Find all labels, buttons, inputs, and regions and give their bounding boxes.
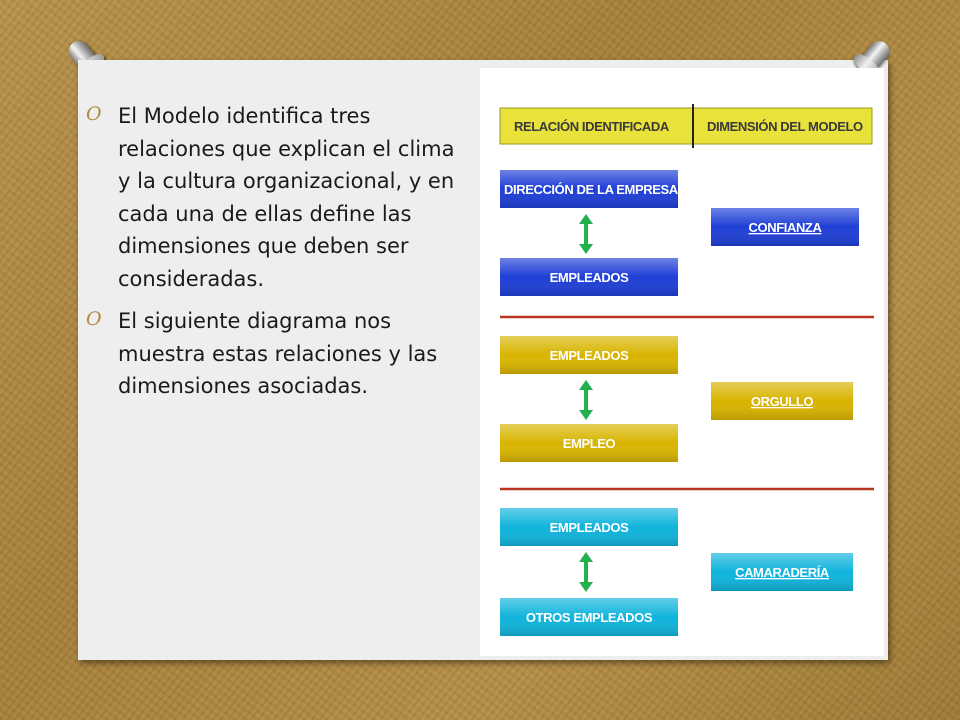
dimension-box-label: CAMARADERÍA <box>735 565 830 580</box>
bullet-text: El siguiente diagrama nos muestra estas … <box>118 309 438 399</box>
relation-box-top-label: DIRECCIÓN DE LA EMPRESA <box>504 182 679 197</box>
dimension-box-label: ORGULLO <box>751 394 813 409</box>
bullet-item: O El Modelo identifica tres relaciones q… <box>86 100 466 295</box>
bullet-marker-icon: O <box>86 103 102 125</box>
double-arrow-icon <box>579 552 593 592</box>
header-dimension-label: DIMENSIÓN DEL MODELO <box>707 119 863 134</box>
bullet-text: El Modelo identifica tres relaciones que… <box>118 104 455 291</box>
diagram-panel: RELACIÓN IDENTIFICADA DIMENSIÓN DEL MODE… <box>480 68 884 656</box>
bullet-list: O El Modelo identifica tres relaciones q… <box>86 100 466 413</box>
relation-box-bottom-label: EMPLEO <box>563 436 616 451</box>
relation-group-2: EMPLEADOS EMPLEO ORGULLO <box>500 336 853 462</box>
relation-box-bottom-label: OTROS EMPLEADOS <box>526 610 653 625</box>
double-arrow-icon <box>579 380 593 420</box>
relation-group-1: DIRECCIÓN DE LA EMPRESA EMPLEADOS CONFIA… <box>500 170 859 296</box>
relation-box-bottom-label: EMPLEADOS <box>550 270 629 285</box>
header-bar <box>499 107 873 145</box>
bullet-marker-icon: O <box>86 308 102 331</box>
relation-box-top-label: EMPLEADOS <box>550 348 629 363</box>
relation-group-3: EMPLEADOS OTROS EMPLEADOS CAMARADERÍA <box>500 508 853 636</box>
relations-diagram: RELACIÓN IDENTIFICADA DIMENSIÓN DEL MODE… <box>499 104 874 636</box>
relation-box-top-label: EMPLEADOS <box>550 520 629 535</box>
dimension-box-label: CONFIANZA <box>749 220 823 235</box>
header-relation-label: RELACIÓN IDENTIFICADA <box>514 119 670 134</box>
bullet-item: O El siguiente diagrama nos muestra esta… <box>86 305 466 403</box>
double-arrow-icon <box>579 214 593 254</box>
